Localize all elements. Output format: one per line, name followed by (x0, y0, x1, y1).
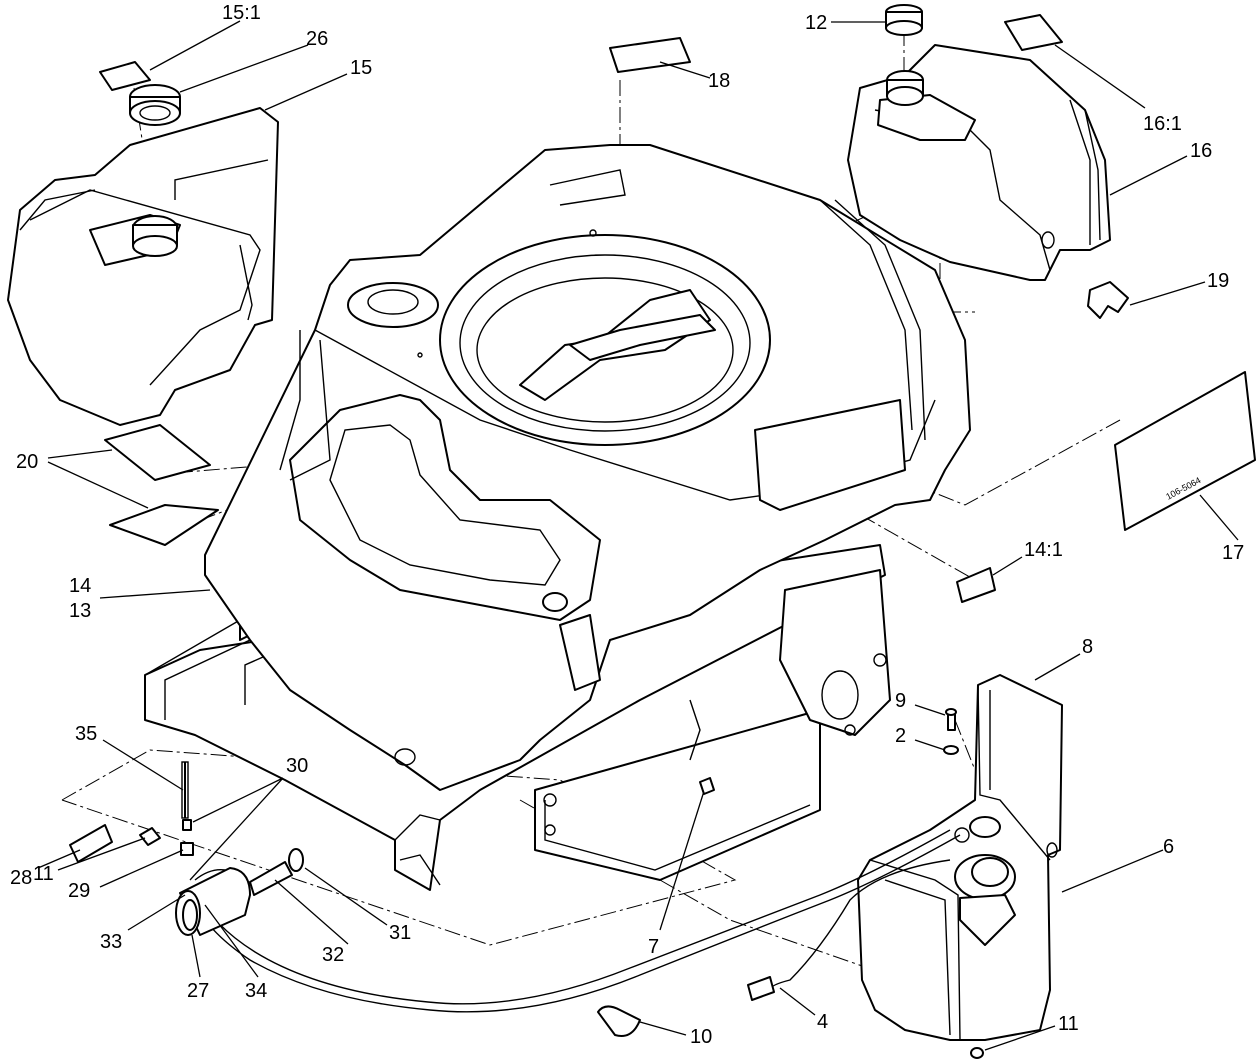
decal-14-1 (956, 567, 996, 603)
hose-clip (597, 1005, 641, 1037)
callout-7: 7 (648, 936, 659, 958)
callout-30: 30 (286, 755, 308, 777)
right-fuel-cap (885, 4, 923, 36)
callout-6: 6 (1163, 836, 1174, 858)
decal-16-1 (1004, 14, 1063, 51)
callout-2: 2 (895, 725, 906, 747)
callout-20: 20 (16, 451, 38, 473)
decal-17: 106-5064 (1114, 371, 1256, 531)
callout-16: 16 (1190, 140, 1212, 162)
callout-15: 15 (350, 57, 372, 79)
bolt-11-bottom (970, 1047, 984, 1059)
callout-34: 34 (245, 980, 267, 1002)
callout-4: 4 (817, 1011, 828, 1033)
callout-32: 32 (322, 944, 344, 966)
decal-20-upper (104, 424, 211, 481)
right-fuel-tank (847, 44, 1111, 281)
callout-26: 26 (306, 28, 328, 50)
callout-33: 33 (100, 931, 122, 953)
main-body-hood (204, 144, 971, 791)
shutoff-valve (1087, 281, 1129, 319)
callout-31: 31 (389, 922, 411, 944)
callout-19: 19 (1207, 270, 1229, 292)
callout-12: 12 (805, 12, 827, 34)
callout-15-1: 15:1 (222, 2, 261, 24)
decal-20-lower (109, 504, 219, 546)
clip-7 (699, 777, 715, 795)
left-fuel-cap (129, 84, 181, 126)
left-fuel-tank (7, 107, 279, 426)
callout-14-1: 14:1 (1024, 539, 1063, 561)
fuel-pump-assembly (69, 761, 304, 936)
hydraulic-tank (857, 674, 1063, 1041)
callout-11-bottom: 11 (1058, 1013, 1079, 1035)
callout-17: 17 (1222, 542, 1244, 564)
callout-13: 13 (69, 600, 91, 622)
callout-14: 14 (69, 575, 91, 597)
callout-28: 28 (10, 867, 32, 889)
decal-18 (609, 37, 691, 73)
decal-15-1 (99, 61, 151, 91)
callout-35: 35 (75, 723, 97, 745)
leader-lines (37, 20, 1239, 1051)
fuel-line (189, 829, 961, 1013)
callout-labels: 15:1 26 15 12 18 16:1 16 19 20 17 14 13 … (10, 2, 1244, 1048)
callout-10: 10 (690, 1026, 712, 1048)
callout-29: 29 (68, 880, 90, 902)
bolt-and-washer (943, 708, 959, 755)
callout-8: 8 (1082, 636, 1093, 658)
callout-11: 11 (33, 863, 54, 885)
callout-9: 9 (895, 690, 906, 712)
callout-16-1: 16:1 (1143, 113, 1182, 135)
callout-27: 27 (187, 980, 209, 1002)
callout-18: 18 (708, 70, 730, 92)
